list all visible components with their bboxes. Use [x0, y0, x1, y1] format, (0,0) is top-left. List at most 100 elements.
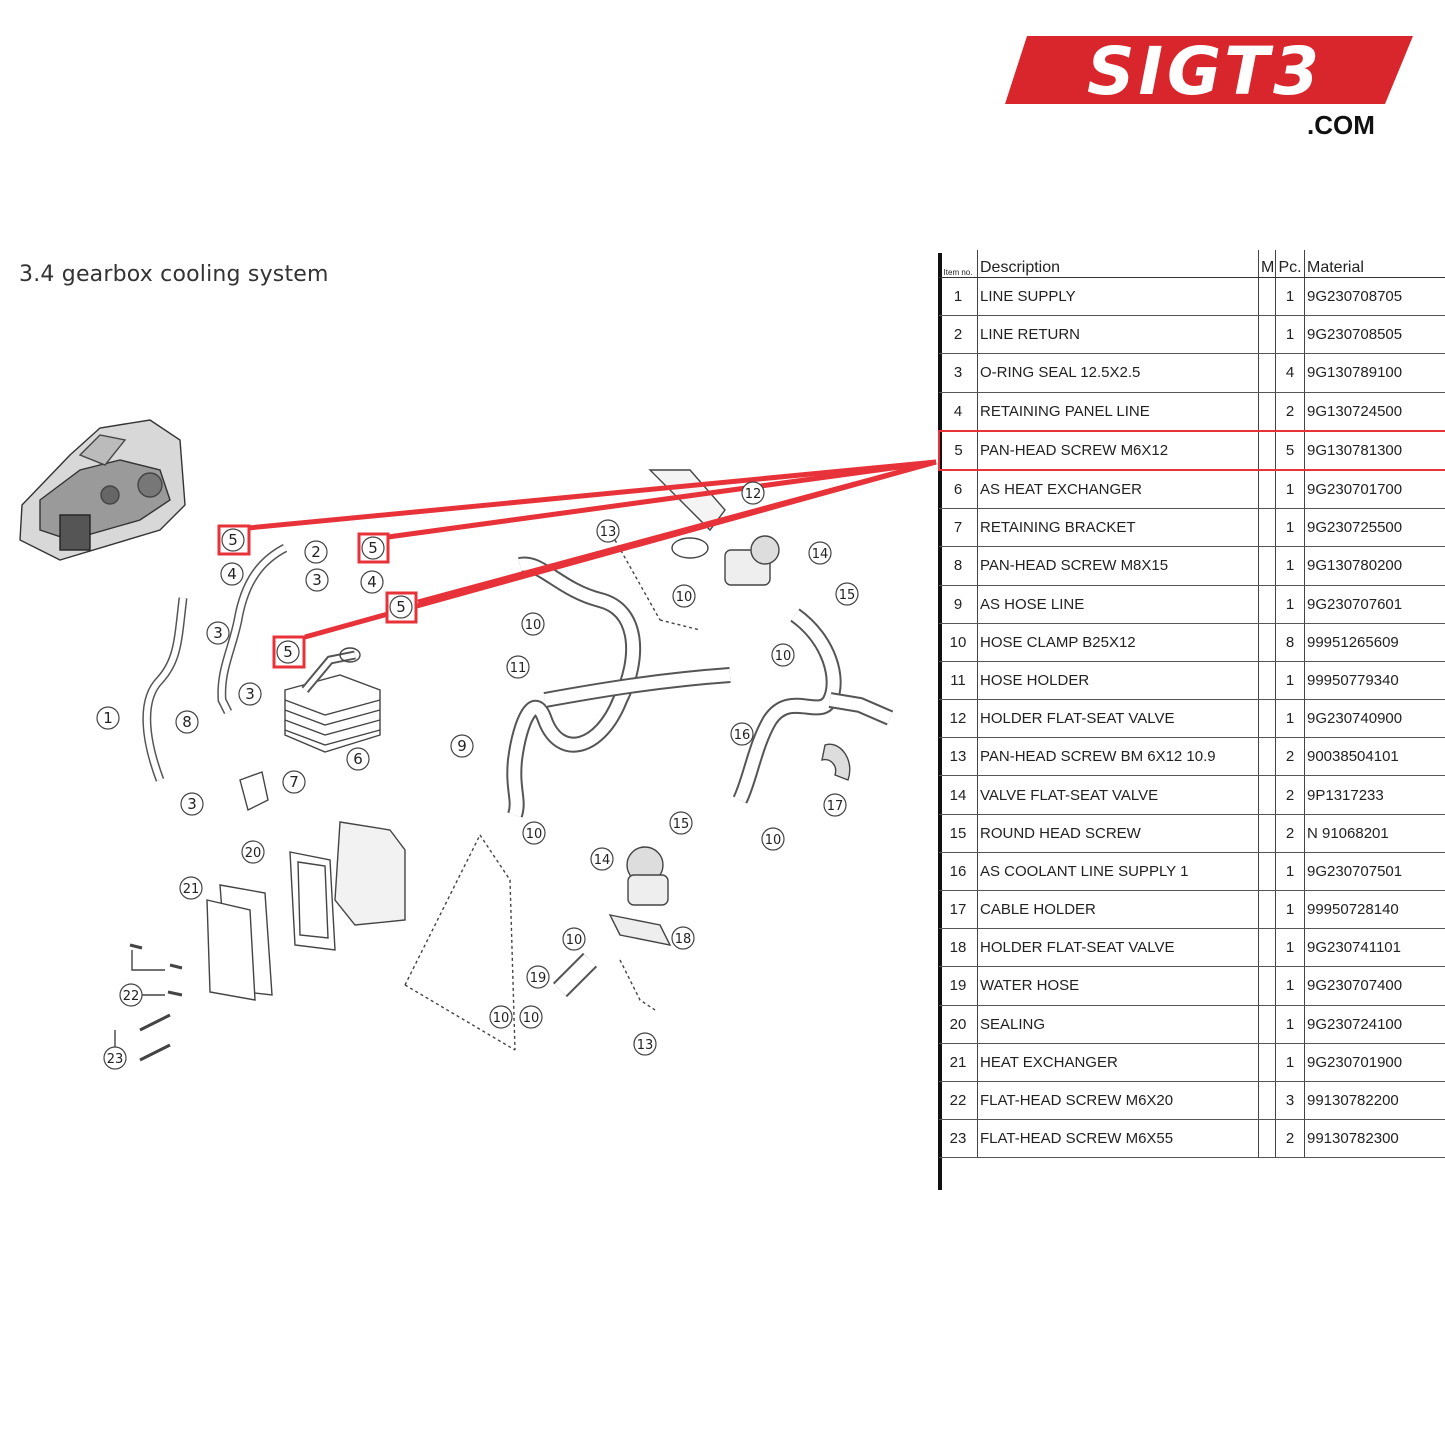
material-cell: 9G230724100	[1304, 1005, 1445, 1044]
pc-cell: 1	[1275, 469, 1305, 510]
callout-3: 3	[180, 792, 204, 816]
material-cell: 9G230708705	[1304, 277, 1445, 317]
material-cell: 9G230740900	[1304, 699, 1445, 739]
item-no-cell: 14	[939, 775, 978, 815]
callout-number: 9	[457, 737, 467, 755]
description-cell: CABLE HOLDER	[977, 890, 1259, 930]
material-cell: 99951265609	[1304, 623, 1445, 662]
callout-16: 16	[730, 722, 754, 746]
m-cell	[1258, 661, 1276, 701]
callout-5: 5	[221, 528, 245, 552]
callout-number: 13	[637, 1038, 654, 1053]
callout-5: 5	[361, 536, 385, 560]
callout-2: 2	[304, 540, 328, 564]
callout-circle	[179, 876, 203, 900]
m-cell	[1258, 315, 1276, 355]
callout-circle	[835, 582, 859, 606]
callout-14: 14	[808, 541, 832, 565]
callout-6: 6	[346, 747, 370, 771]
description-cell: HEAT EXCHANGER	[977, 1043, 1259, 1082]
item-no-cell: 11	[939, 661, 978, 701]
item-no-cell: 20	[939, 1005, 978, 1044]
material-cell: 9G230707400	[1304, 966, 1445, 1006]
material-cell: 90038504101	[1304, 737, 1445, 777]
callout-14: 14	[590, 847, 614, 871]
callout-number: 18	[675, 932, 692, 947]
description-cell: PAN-HEAD SCREW M6X12	[977, 429, 1259, 471]
callout-number: 10	[523, 1011, 540, 1026]
item-no-cell: 7	[939, 508, 978, 548]
m-cell	[1258, 852, 1276, 892]
col-pc: Pc.	[1275, 250, 1305, 278]
pc-cell: 1	[1275, 699, 1305, 739]
pc-cell: 2	[1275, 1119, 1305, 1159]
callout-circle	[489, 1005, 513, 1029]
callout-10: 10	[771, 643, 795, 667]
pc-cell: 1	[1275, 585, 1305, 624]
callout-1: 1	[96, 706, 120, 730]
item-no-cell: 10	[939, 623, 978, 662]
m-cell	[1258, 623, 1276, 662]
callout-circle	[360, 570, 384, 594]
description-cell: AS HEAT EXCHANGER	[977, 469, 1259, 510]
description-cell: RETAINING BRACKET	[977, 508, 1259, 548]
parts-table-header: Item no. Description M Pc. Material	[939, 250, 1445, 278]
callout-circle	[96, 706, 120, 730]
callout-10: 10	[761, 827, 785, 851]
callout-23: 23	[103, 1046, 127, 1070]
callout-number: 22	[123, 989, 140, 1004]
m-cell	[1258, 1119, 1276, 1159]
callout-13: 13	[633, 1032, 657, 1056]
callout-number: 3	[187, 795, 197, 813]
callout-10: 10	[562, 927, 586, 951]
callout-circle	[526, 965, 550, 989]
callout-number: 5	[283, 643, 293, 661]
callout-number: 7	[289, 773, 299, 791]
callout-number: 1	[103, 709, 113, 727]
callout-number: 4	[367, 573, 377, 591]
pc-cell: 1	[1275, 277, 1305, 317]
callout-number: 13	[600, 525, 617, 540]
pc-cell: 1	[1275, 890, 1305, 930]
item-no-cell: 12	[939, 699, 978, 739]
pc-cell: 5	[1275, 429, 1305, 471]
callout-22: 22	[119, 983, 143, 1007]
item-no-cell: 21	[939, 1043, 978, 1082]
callout-4: 4	[360, 570, 384, 594]
callout-number: 10	[566, 933, 583, 948]
callout-circle	[238, 682, 262, 706]
item-no-cell: 19	[939, 966, 978, 1006]
description-cell: PAN-HEAD SCREW M8X15	[977, 546, 1259, 586]
callout-circle	[562, 927, 586, 951]
item-no-cell: 2	[939, 315, 978, 355]
callout-number: 15	[839, 588, 856, 603]
callout-circle	[521, 612, 545, 636]
pc-cell: 4	[1275, 353, 1305, 393]
callout-number: 20	[245, 846, 262, 861]
m-cell	[1258, 699, 1276, 739]
callout-number: 8	[182, 713, 192, 731]
item-no-cell: 23	[939, 1119, 978, 1159]
callout-number: 4	[227, 565, 237, 583]
callout-circle	[671, 926, 695, 950]
callout-13: 13	[596, 519, 620, 543]
pc-cell: 1	[1275, 928, 1305, 968]
pc-cell: 1	[1275, 966, 1305, 1006]
logo-domain: .COM	[1307, 110, 1375, 140]
m-cell	[1258, 1043, 1276, 1082]
m-cell	[1258, 1081, 1276, 1121]
